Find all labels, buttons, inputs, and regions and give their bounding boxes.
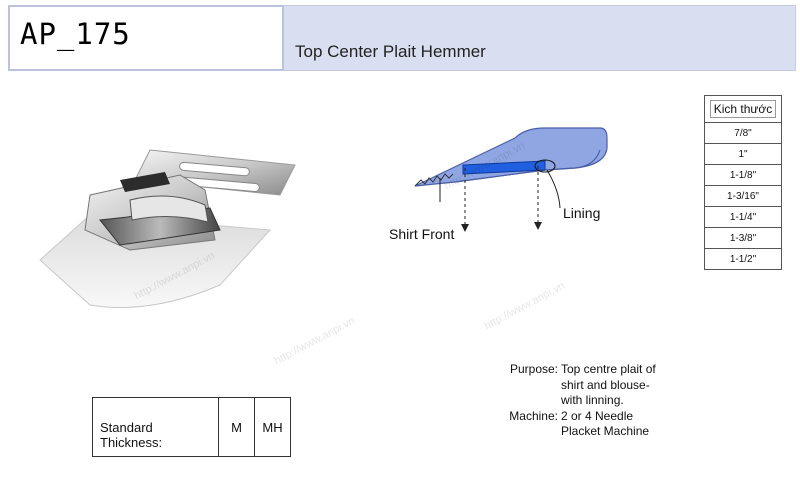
size-cell: 1-3/8" <box>704 227 782 249</box>
purpose-key: Purpose: <box>509 362 558 376</box>
hemmer-diagram <box>414 127 608 232</box>
watermark: http://www.anpi.vn <box>272 314 357 368</box>
machine-line: Placket Machine <box>561 424 650 438</box>
purpose-line: Top centre plait of <box>561 362 656 376</box>
thickness-value-m: M <box>218 397 255 457</box>
product-photo <box>39 149 296 308</box>
thickness-table: Standard Thickness: M MH <box>92 397 291 457</box>
machine-key: Machine: <box>509 408 558 423</box>
size-cell: 1" <box>704 143 782 165</box>
size-cell: 1-1/4" <box>704 206 782 228</box>
shirt-front-label: Shirt Front <box>389 226 455 242</box>
purpose-line: shirt and blouse- <box>561 377 650 392</box>
product-title: Top Center Plait Hemmer <box>295 42 486 61</box>
machine-line: 2 or 4 Needle <box>561 408 634 423</box>
size-cell: 1-3/16" <box>704 185 782 207</box>
thickness-value-mh: MH <box>254 397 291 457</box>
product-code: AP_175 <box>20 17 131 51</box>
purpose-line: with linning. <box>561 393 624 407</box>
thickness-label: Standard Thickness: <box>92 397 219 457</box>
size-cell: 1-1/2" <box>704 248 782 270</box>
lining-strip <box>462 160 546 175</box>
product-code-box: AP_175 <box>8 5 284 71</box>
size-table: Kich thước 7/8" 1" 1-1/8" 1-3/16" 1-1/4"… <box>704 95 782 270</box>
size-table-header: Kich thước <box>704 95 782 123</box>
size-cell: 1-1/8" <box>704 164 782 186</box>
watermark: http://www.anpi.vn <box>482 279 567 333</box>
size-cell: 7/8" <box>704 122 782 144</box>
lining-label: Lining <box>563 205 601 221</box>
description: Purpose: Top centre plait of shirt and b… <box>506 362 671 440</box>
